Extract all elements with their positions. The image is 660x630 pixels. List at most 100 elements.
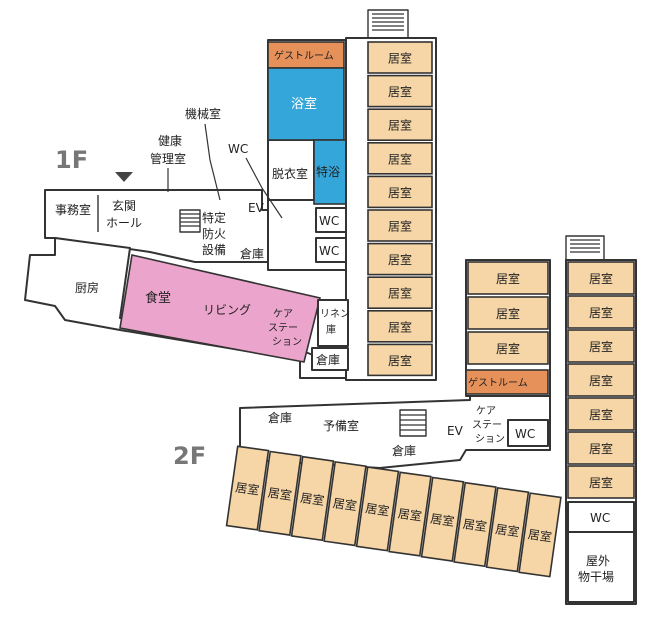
living-room-2f-south-8: 居室 — [453, 481, 497, 568]
living-room-2f-south-6: 居室 — [388, 471, 432, 557]
office-label: 事務室 — [55, 202, 91, 217]
stairs-icon — [399, 409, 427, 437]
wc-2f-a-label: WC — [515, 427, 535, 441]
care-station-1f-label-3: ション — [272, 337, 302, 348]
living-room-1f-6-fill — [367, 209, 433, 242]
living-room-2f-south-1-label: 居室 — [234, 479, 260, 497]
living-room-2f-center-2-fill — [467, 296, 549, 330]
living-room-2f-east-4-label: 居室 — [589, 373, 613, 388]
wc-leader — [245, 157, 283, 219]
living-room-2f-south-9: 居室 — [485, 486, 530, 573]
living-room-1f-5-label: 居室 — [388, 185, 412, 200]
living-room-2f-south-4-fill — [323, 460, 367, 547]
living-room-2f-east-6: 居室 — [567, 431, 635, 465]
entrance-label-1: 玄関 — [112, 198, 136, 213]
living-room-2f-east-4-fill — [567, 363, 635, 397]
health-label-2: 管理室 — [150, 151, 186, 166]
wc-1f-a-label: WC — [319, 214, 339, 228]
stairs-icon — [179, 209, 201, 233]
living-room-1f-4-label: 居室 — [388, 151, 412, 166]
living-room-1f-5: 居室 — [367, 175, 433, 209]
disaster-label-1: 特定 — [202, 210, 226, 225]
care-station-1f-label-1: ケア — [273, 308, 293, 320]
living-room-1f-9: 居室 — [367, 309, 433, 343]
living-room-2f-center-2-label: 居室 — [496, 306, 520, 321]
disaster-label-2: 防火 — [202, 226, 226, 241]
living-room-1f-4: 居室 — [367, 142, 433, 175]
care-station-1f-label-2: ステー — [268, 323, 298, 334]
living-room-2f-east-7: 居室 — [567, 465, 635, 499]
living-room-1f-9-label: 居室 — [388, 319, 412, 334]
stairs-icon — [565, 235, 605, 261]
kitchen-label: 厨房 — [75, 280, 99, 295]
living-room-2f-south-8-label: 居室 — [462, 516, 488, 534]
living-room-2f-south-8-fill — [453, 481, 497, 568]
bath-room — [267, 67, 345, 141]
living-room-1f-7: 居室 — [367, 242, 433, 276]
living-room-1f-10-fill — [367, 343, 433, 377]
guest-room-1f-label: ゲストルーム — [274, 50, 334, 62]
living-room-2f-south-3-label: 居室 — [299, 490, 325, 508]
living-room-2f-south-9-label: 居室 — [494, 521, 520, 539]
machine-room-leader — [204, 123, 221, 201]
living-room-2f-east-5: 居室 — [567, 397, 635, 431]
care-station-2f-label-2: ステー — [472, 420, 502, 431]
living-room-2f-east-4: 居室 — [567, 363, 635, 397]
living-room-2f-center-3: 居室 — [467, 331, 549, 365]
living-room-1f-5-fill — [367, 175, 433, 209]
living-room-2f-center-1-label: 居室 — [496, 271, 520, 286]
living-room-2f-east-7-label: 居室 — [589, 475, 613, 490]
living-room-2f-south-2: 居室 — [258, 450, 302, 536]
guest-room-2f-label: ゲストルーム — [468, 377, 528, 389]
stairs-icon — [367, 9, 409, 39]
bath-label: 浴室 — [291, 96, 317, 112]
disaster-label-3: 設備 — [202, 242, 226, 257]
living-room-2f-center-2: 居室 — [467, 296, 549, 330]
dining-living-room — [119, 254, 321, 363]
ev-1f-label: EV — [248, 201, 265, 215]
storage-1f-b-label: 倉庫 — [316, 352, 340, 367]
living-room-2f-center-1: 居室 — [467, 261, 549, 295]
living-room-1f-10-label: 居室 — [388, 353, 412, 368]
living-room-1f-9-fill — [367, 309, 433, 343]
linen-room — [317, 299, 349, 347]
living-room-2f-south-6-fill — [388, 471, 432, 557]
living-room-2f-south-7-fill — [420, 476, 465, 562]
living-room-2f-south-2-fill — [258, 450, 302, 536]
living-room-2f-east-5-label: 居室 — [589, 407, 613, 422]
ev-2f-label: EV — [447, 424, 464, 438]
living-room-2f-east-7-fill — [567, 465, 635, 499]
wc-1f-b-label: WC — [319, 244, 339, 258]
guest-room-2f — [465, 369, 549, 395]
health-label-1: 健康 — [158, 133, 182, 148]
living-room-2f-east-5-fill — [567, 397, 635, 431]
living-room-1f-1: 居室 — [367, 41, 433, 74]
living-room-1f-7-fill — [367, 242, 433, 276]
triangle-down-icon — [115, 172, 133, 182]
machine-room-label: 機械室 — [185, 106, 221, 121]
living-room-2f-south-3: 居室 — [290, 455, 335, 542]
storage-2f-a-label: 倉庫 — [268, 410, 292, 425]
living-room-2f-south-7: 居室 — [420, 476, 465, 562]
living-room-1f-3-label: 居室 — [388, 118, 412, 133]
living-room-2f-south-3-fill — [290, 455, 335, 542]
living-room-1f-6: 居室 — [367, 209, 433, 242]
living-room-2f-center-3-fill — [467, 331, 549, 365]
living-room-2f-south-1: 居室 — [225, 445, 270, 531]
living-room-2f-east-2-fill — [567, 295, 635, 329]
living-room-1f-8-label: 居室 — [388, 286, 412, 301]
living-room-2f-east-1: 居室 — [567, 261, 635, 295]
living-room-2f-south-5: 居室 — [355, 466, 400, 552]
living-room-2f-south-5-fill — [355, 466, 400, 552]
dining-label: 食堂 — [145, 290, 171, 306]
floor-label-1f: 1F — [55, 146, 88, 174]
special-bath-room — [313, 139, 347, 205]
living-room-2f-south-4-label: 居室 — [332, 495, 358, 513]
entrance-label-2: ホール — [106, 216, 142, 230]
wc-2f-b-label: WC — [590, 511, 610, 525]
storage-1f-b — [311, 347, 349, 371]
floor-label-2f: 2F — [173, 442, 206, 470]
